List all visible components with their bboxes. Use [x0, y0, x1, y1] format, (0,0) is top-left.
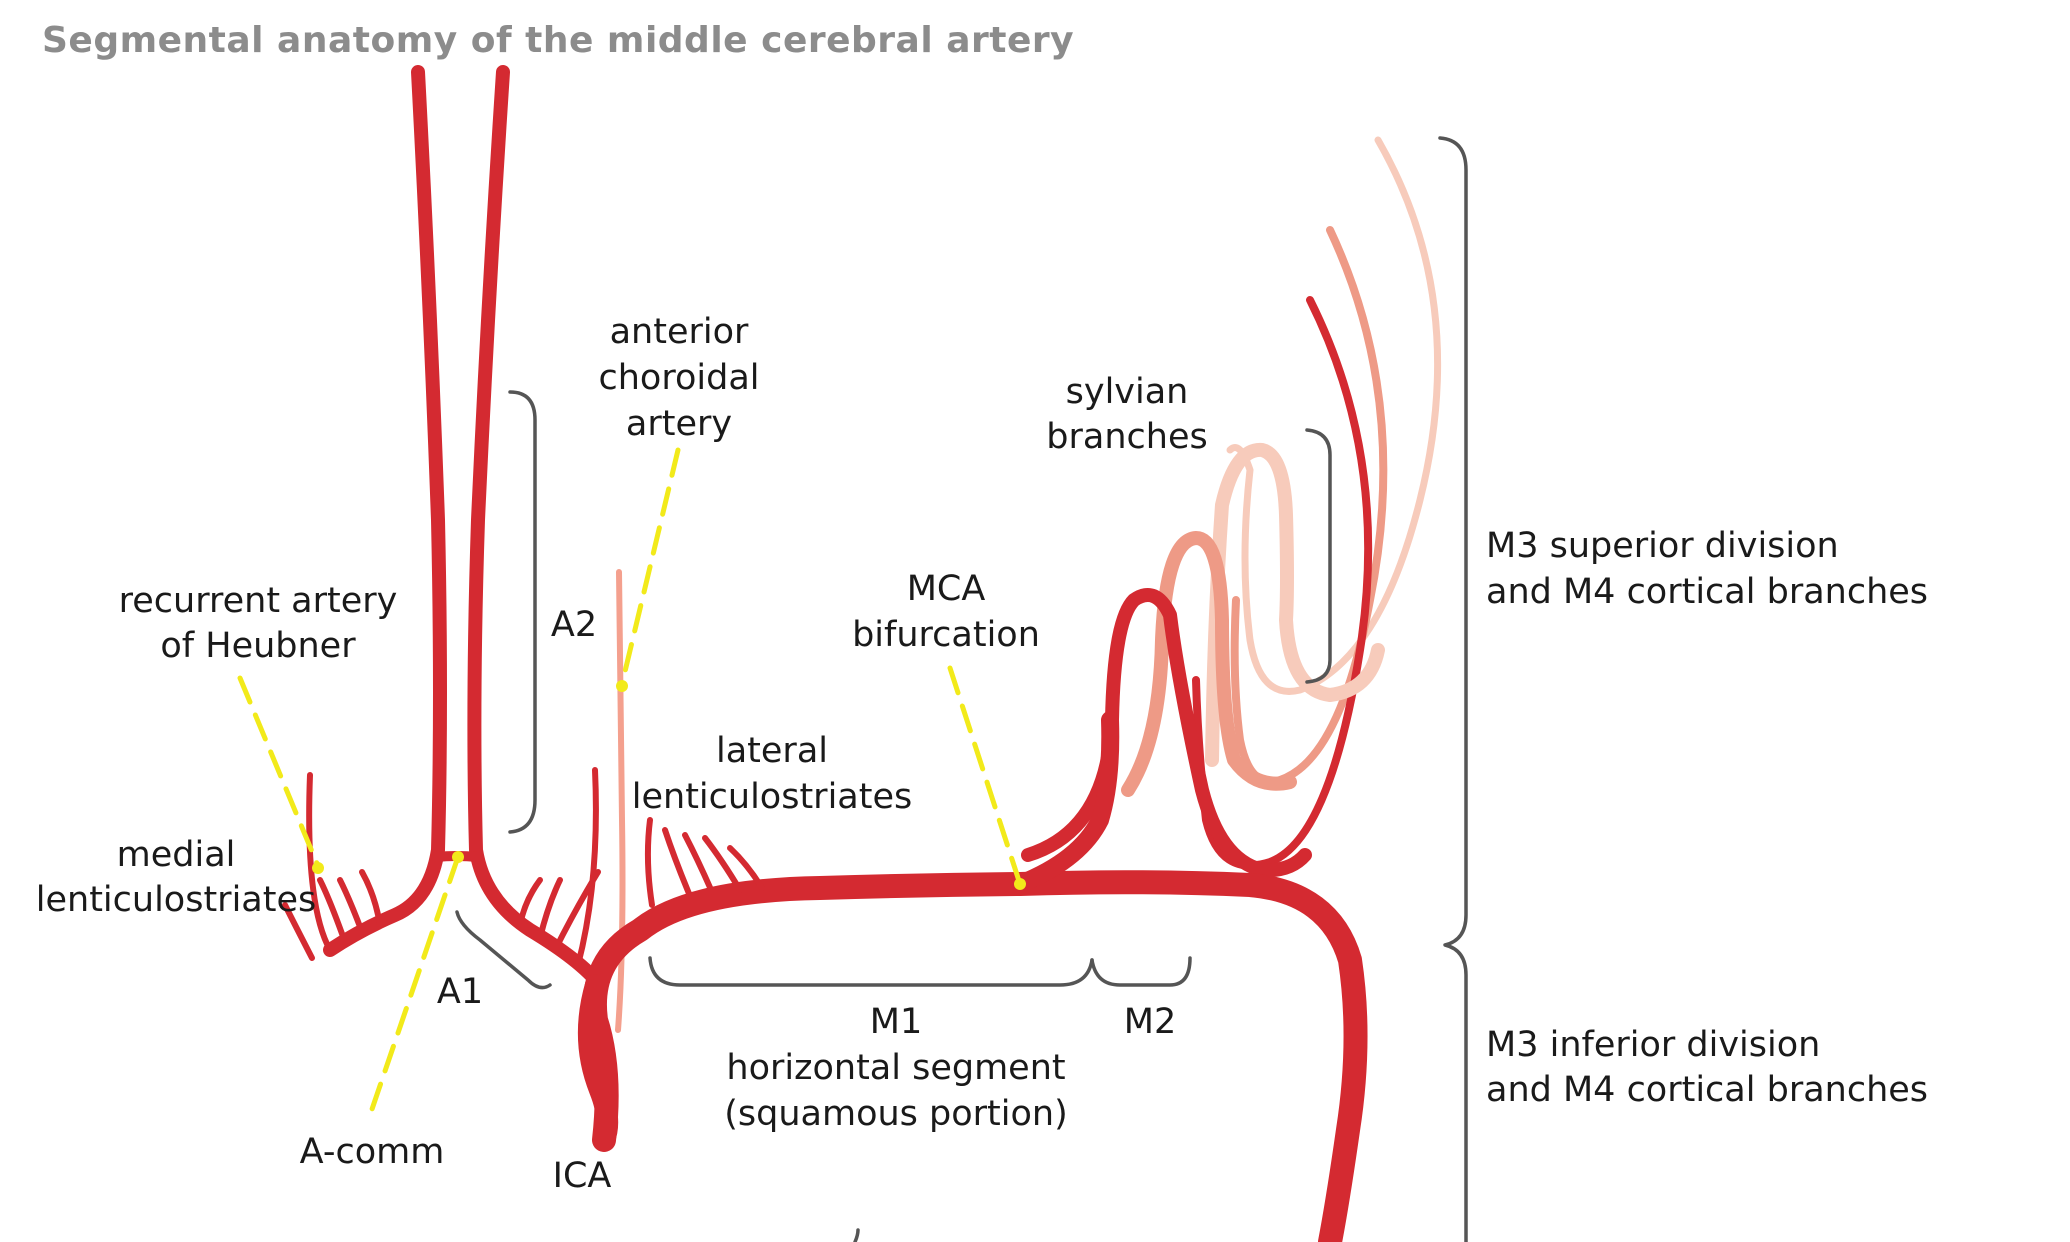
- label-m3-superior-2: and M4 cortical branches: [1486, 572, 1928, 612]
- label-m3-superior-1: M3 superior division: [1486, 526, 1839, 566]
- label-anterior-choroidal-2: choroidal: [599, 358, 760, 398]
- label-ica: ICA: [553, 1156, 612, 1196]
- medial-lenticulostriate-branch: [537, 877, 563, 941]
- a2-right-vessel: [467, 65, 607, 992]
- label-heubner-1: recurrent artery: [119, 581, 398, 621]
- medial-lenticulostriate-branch: [337, 877, 365, 935]
- label-anterior-choroidal-3: artery: [626, 404, 732, 444]
- label-m1-1: M1: [870, 1002, 922, 1042]
- anterior-choroidal-artery: [615, 569, 626, 1033]
- sylvian-loop-dark: [1021, 588, 1312, 878]
- a2-brace: [508, 390, 537, 834]
- medial-lenticulostriate-branch: [282, 902, 315, 961]
- sylvian-loop-mid: [1121, 531, 1297, 797]
- medial-lenticulostriates: [282, 772, 383, 961]
- sylvian-brace: [1305, 428, 1332, 684]
- m2-brace: [1090, 956, 1192, 987]
- label-lateral-lenticulostriates-2: lenticulostriates: [632, 777, 912, 817]
- ica-vessel: [577, 974, 619, 1151]
- label-m1-3: (squamous portion): [724, 1094, 1068, 1134]
- lateral-lenticulostriate-branch: [662, 827, 693, 899]
- segment-braces: [455, 136, 1468, 1242]
- label-anterior-choroidal-1: anterior: [610, 312, 749, 352]
- medial-lenticulostriate-branch: [517, 877, 543, 928]
- label-m3-inferior-1: M3 inferior division: [1486, 1025, 1820, 1065]
- m2-superior-vessel: [1011, 711, 1120, 893]
- lateral-lenticulostriates: [644, 817, 765, 908]
- leader-anterior-choroidal: [619, 447, 681, 687]
- leader-mca-bifurcation: [947, 665, 1023, 887]
- cortical-branch-light: [1230, 226, 1388, 786]
- a1-brace: [455, 910, 552, 990]
- label-medial-lenticulostriates-1: medial: [117, 835, 236, 875]
- label-medial-lenticulostriates-2: lenticulostriates: [36, 880, 316, 920]
- label-m1-2: horizontal segment: [726, 1048, 1065, 1088]
- label-heubner-2: of Heubner: [160, 626, 356, 666]
- label-sylvian-1: sylvian: [1066, 372, 1189, 412]
- sylvian-loops: [1021, 443, 1385, 878]
- leader-dot-anterior-choroidal: [616, 680, 628, 692]
- bottom-tick: [853, 1228, 860, 1242]
- label-m2: M2: [1124, 1002, 1176, 1042]
- label-m3-inferior-2: and M4 cortical branches: [1486, 1070, 1928, 1110]
- medial-lenticulostriate-branch: [317, 877, 348, 945]
- leader-dot-a-comm: [452, 851, 464, 863]
- label-a1: A1: [437, 972, 483, 1012]
- cortical-branch-lightest: [1226, 136, 1442, 695]
- lateral-lenticulostriate-branch: [702, 835, 743, 893]
- leader-dot-mca-bifurcation: [1014, 878, 1026, 890]
- medial-lenticulostriate-branch: [306, 772, 333, 953]
- label-mca-bifurcation-1: MCA: [907, 569, 986, 609]
- m3-superior-brace: [1438, 136, 1468, 1242]
- medial-lenticulostriate-branch: [359, 869, 383, 928]
- labels: anterior choroidal artery sylvian branch…: [36, 312, 1928, 1196]
- lateral-lenticulostriate-branch: [644, 817, 655, 908]
- leader-recurrent-heubner: [237, 675, 321, 869]
- lateral-lenticulostriate-branch: [727, 845, 765, 891]
- m1-brace: [648, 956, 1094, 987]
- label-mca-bifurcation-2: bifurcation: [852, 615, 1040, 655]
- lateral-lenticulostriate-branch: [682, 832, 715, 895]
- medial-lenticulostriates-right: [517, 767, 601, 968]
- label-a2: A2: [551, 605, 597, 645]
- label-sylvian-2: branches: [1046, 417, 1207, 457]
- medial-lenticulostriate-branch: [575, 767, 599, 968]
- a2-segments: [323, 65, 607, 992]
- label-a-comm: A-comm: [300, 1132, 445, 1172]
- label-lateral-lenticulostriates-1: lateral: [716, 731, 828, 771]
- leader-lines: [237, 447, 1026, 1118]
- diagram-title: Segmental anatomy of the middle cerebral…: [42, 20, 1074, 61]
- leader-dot-heubner: [312, 862, 324, 874]
- a2-left-vessel: [323, 65, 447, 957]
- leader-a-comm: [367, 854, 461, 1118]
